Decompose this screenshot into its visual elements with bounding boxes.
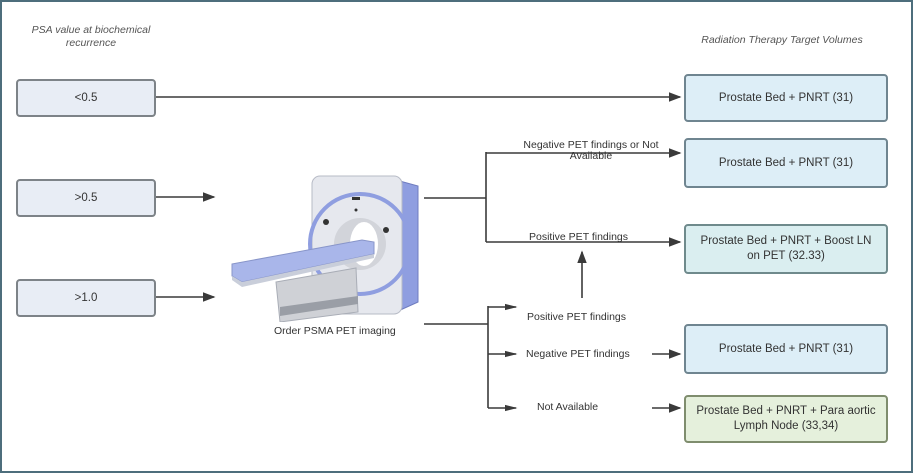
target-box-4: Prostate Bed + PNRT (31) <box>684 324 888 374</box>
scanner-caption: Order PSMA PET imaging <box>274 325 396 337</box>
target-box-1: Prostate Bed + PNRT (31) <box>684 74 888 122</box>
label-lower-na: Not Available <box>537 401 599 413</box>
target-box-3: Prostate Bed + PNRT + Boost LN on PET (3… <box>684 224 888 274</box>
label-upper-negative: Negative PET findings or Not Available <box>523 139 659 162</box>
label-upper-positive: Positive PET findings <box>529 231 629 243</box>
psa-box-gt10: >1.0 <box>16 279 156 317</box>
pet-ct-scanner-icon <box>231 175 419 322</box>
header-target-volumes: Radiation Therapy Target Volumes <box>701 34 863 46</box>
psa-box-gt05: >0.5 <box>16 179 156 217</box>
psa-box-lt05: <0.5 <box>16 79 156 117</box>
label-lower-positive: Positive PET findings <box>527 311 627 323</box>
target-box-5: Prostate Bed + PNRT + Para aortic Lymph … <box>684 395 888 443</box>
header-psa-value: PSA value at biochemical recurrence <box>31 24 151 49</box>
label-lower-negative: Negative PET findings <box>526 348 630 360</box>
target-box-2: Prostate Bed + PNRT (31) <box>684 138 888 188</box>
